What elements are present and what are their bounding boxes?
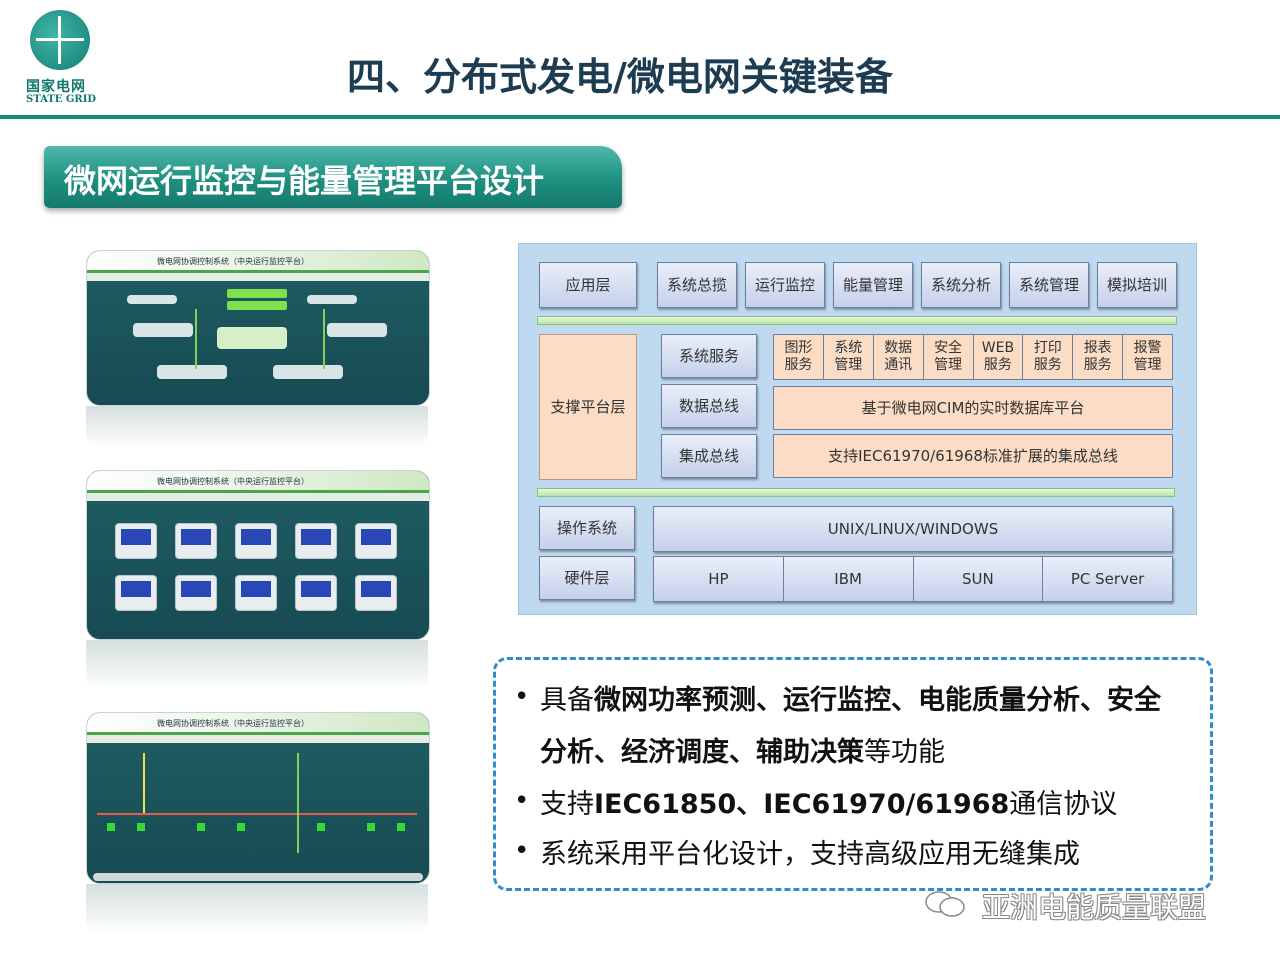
bullet-icon: •	[514, 786, 530, 816]
screenshot-window-title: 微电网协调控制系统（中央运行监控平台）	[157, 257, 309, 266]
screenshot-window-title: 微电网协调控制系统（中央运行监控平台）	[157, 719, 309, 728]
bullet-icon: •	[514, 682, 530, 712]
logo-globe-icon	[30, 10, 90, 70]
module-energy-mgmt: 能量管理	[833, 262, 913, 308]
service-print: 打印服务	[1022, 335, 1072, 379]
service-report: 报表服务	[1072, 335, 1122, 379]
header-divider	[0, 115, 1280, 119]
data-bus-box: 数据总线	[661, 384, 757, 428]
module-monitoring: 运行监控	[745, 262, 825, 308]
module-system-mgmt: 系统管理	[1009, 262, 1089, 308]
hardware-vendors: HP IBM SUN PC Server	[653, 556, 1173, 602]
layer-separator	[537, 488, 1175, 497]
os-layer-label: 操作系统	[539, 506, 635, 550]
layer-separator	[537, 316, 1177, 325]
logo-cn-text: 国家电网	[26, 79, 86, 95]
application-layer-label: 应用层	[539, 262, 637, 308]
integration-bus-box: 集成总线	[661, 434, 757, 478]
integration-bus-description: 支持IEC61970/61968标准扩展的集成总线	[773, 434, 1173, 478]
screenshot-single-line: 微电网协调控制系统（中央运行监控平台）	[86, 712, 430, 884]
section-banner: 微网运行监控与能量管理平台设计	[44, 146, 622, 208]
feature-item-3: 系统采用平台化设计，支持高级应用无缝集成	[540, 839, 1080, 870]
screenshot-device-grid: 微电网协调控制系统（中央运行监控平台）	[86, 470, 430, 640]
vendor-ibm: IBM	[782, 557, 913, 601]
feature-item-1: 具备微网功率预测、运行监控、电能质量分析、安全	[540, 685, 1161, 716]
os-value: UNIX/LINUX/WINDOWS	[653, 506, 1173, 552]
service-system-mgmt: 系统管理	[822, 335, 873, 379]
logo-en-text: STATE GRID	[26, 94, 97, 105]
watermark-text: 亚洲电能质量联盟	[982, 891, 1207, 924]
vendor-hp: HP	[708, 570, 729, 588]
service-alarm: 报警管理	[1122, 335, 1172, 379]
service-graphics: 图形服务	[784, 340, 813, 373]
support-layer-label: 支撑平台层	[539, 334, 637, 480]
feature-item-1-cont: 分析、经济调度、辅助决策等功能	[540, 737, 945, 768]
wechat-icon	[925, 891, 965, 917]
vendor-sun: SUN	[912, 557, 1043, 601]
module-training: 模拟培训	[1097, 262, 1177, 308]
state-grid-logo: 国家电网 STATE GRID	[22, 10, 100, 106]
vendor-pc-server: PC Server	[1042, 557, 1172, 601]
page-title: 四、分布式发电/微电网关键装备	[347, 55, 893, 99]
service-security: 安全管理	[922, 335, 973, 379]
module-overview: 系统总揽	[657, 262, 737, 308]
features-box: • 具备微网功率预测、运行监控、电能质量分析、安全 分析、经济调度、辅助决策等功…	[493, 657, 1213, 891]
section-title: 微网运行监控与能量管理平台设计	[64, 162, 545, 200]
data-bus-description: 基于微电网CIM的实时数据库平台	[773, 386, 1173, 430]
module-analysis: 系统分析	[921, 262, 1001, 308]
feature-item-2: 支持IEC61850、IEC61970/61968通信协议	[540, 789, 1118, 820]
screenshot-topology: 微电网协调控制系统（中央运行监控平台）	[86, 250, 430, 406]
architecture-diagram: 应用层 系统总揽 运行监控 能量管理 系统分析 系统管理 模拟培训 支撑平台层 …	[518, 243, 1197, 615]
system-service-box: 系统服务	[661, 334, 757, 378]
screenshot-window-title: 微电网协调控制系统（中央运行监控平台）	[157, 477, 309, 486]
bullet-icon: •	[514, 836, 530, 866]
hardware-layer-label: 硬件层	[539, 556, 635, 600]
service-data-comm: 数据通讯	[872, 335, 923, 379]
